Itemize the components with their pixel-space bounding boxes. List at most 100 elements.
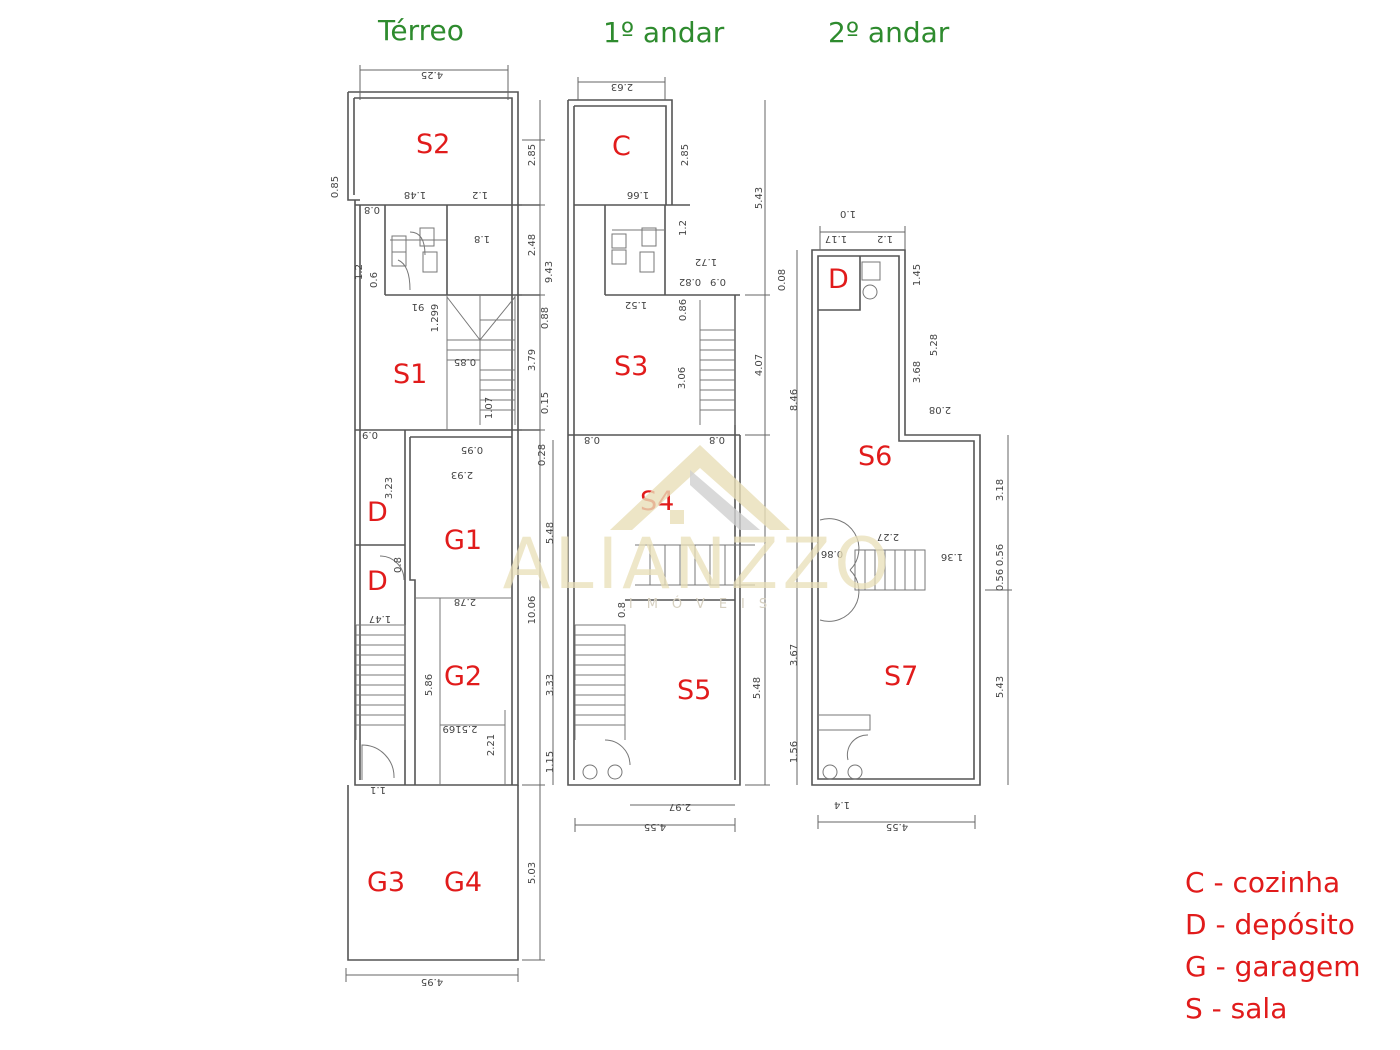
dimension-label: 4.55 — [886, 821, 908, 832]
dimension-label: 3.06 — [677, 367, 688, 389]
room-label-s1: S1 — [393, 359, 427, 390]
dimension-label: 1.1 — [370, 784, 386, 795]
dimension-label: 1.36 — [941, 551, 963, 562]
dimension-label: 5.03 — [527, 862, 538, 884]
dimension-label: 1.2 — [354, 264, 365, 280]
dimension-label: 2.08 — [929, 404, 951, 415]
dimension-label: 0.82 — [679, 276, 701, 287]
dimension-label: 2.48 — [527, 234, 538, 256]
dimension-label: 0.56 — [995, 544, 1006, 566]
dimension-label: 5.48 — [545, 522, 556, 544]
dimension-label: 3.79 — [527, 349, 538, 371]
dimension-label: 1.48 — [404, 189, 426, 200]
room-label-g1: G1 — [444, 525, 482, 556]
dimension-label: 1.45 — [912, 264, 923, 286]
floor-title-1-andar: 1º andar — [603, 16, 725, 49]
dimension-label: 0.08 — [777, 269, 788, 291]
dimension-label: 0.86 — [821, 548, 843, 559]
dimension-label: 9.43 — [544, 261, 555, 283]
dimension-label: 2.5169 — [443, 723, 478, 734]
dimension-label: 1.8 — [474, 233, 490, 244]
plan-1-andar — [552, 77, 770, 832]
dimension-label: 2.21 — [486, 734, 497, 756]
dimension-label: 5.48 — [752, 677, 763, 699]
dimension-label: 0.95 — [461, 444, 483, 455]
room-label-c: C — [612, 131, 631, 162]
dimension-label: 1.2 — [678, 220, 689, 236]
dimension-label: 0.85 — [330, 176, 341, 198]
dimension-label: 2.85 — [680, 144, 691, 166]
dimension-label: 1.17 — [825, 233, 847, 244]
dimension-label: 2.93 — [451, 469, 473, 480]
dimension-label: 1.15 — [545, 751, 556, 773]
dimension-label: 8.46 — [789, 389, 800, 411]
floor-title-terreo: Térreo — [377, 14, 464, 47]
dimension-label: 3.18 — [995, 479, 1006, 501]
dimension-label: 4.95 — [421, 976, 443, 987]
plan-2-andar — [796, 226, 1012, 829]
dimension-label: 1.72 — [695, 256, 717, 267]
dimension-label: 0.8 — [364, 204, 380, 215]
room-label-d: D — [367, 566, 388, 597]
watermark-sub: IMÓVEIS — [629, 596, 781, 612]
dimension-label: 5.43 — [754, 187, 765, 209]
plan-terreo — [345, 65, 545, 982]
legend-item: G - garagem — [1185, 950, 1360, 983]
room-label-s5: S5 — [677, 675, 711, 706]
dimension-label: 10.06 — [527, 596, 538, 625]
watermark-brand: ALIANZZO — [503, 523, 894, 605]
dimension-label: 1.66 — [627, 189, 649, 200]
room-label-d: D — [828, 264, 849, 295]
dimension-label: 4.07 — [754, 354, 765, 376]
dimension-label: 1.56 — [789, 741, 800, 763]
dimension-label: 1.2 — [472, 189, 488, 200]
legend-item: S - sala — [1185, 992, 1287, 1025]
dimension-label: 4.25 — [421, 69, 443, 80]
dimension-label: 1.299 — [430, 304, 441, 333]
dimension-label: 1.0 — [840, 208, 856, 219]
dimension-label: 5.86 — [424, 674, 435, 696]
room-label-g2: G2 — [444, 661, 482, 692]
dimension-label: 1.52 — [625, 299, 647, 310]
dimension-label: 3.68 — [912, 361, 923, 383]
dimension-label: 0.86 — [678, 299, 689, 321]
dimension-label: 0.85 — [454, 356, 476, 367]
dimension-label: 1.47 — [369, 613, 391, 624]
dimension-label: 0.8 — [617, 602, 628, 618]
dimension-label: 0.6 — [369, 272, 380, 288]
legend-item: C - cozinha — [1185, 866, 1340, 899]
dimension-label: 0.15 — [540, 392, 551, 414]
dimension-labels: 4.25 2.85 0.85 1.48 1.2 0.8 1.8 2.48 9.43 1.2 0.6 0… — [330, 69, 1006, 987]
dimension-label: 0.8 — [709, 434, 725, 445]
legend-item: D - depósito — [1185, 908, 1355, 941]
dimension-label: 0.9 — [362, 429, 378, 440]
dimension-label: 1.4 — [834, 799, 850, 810]
room-label-g4: G4 — [444, 867, 482, 898]
room-label-s2: S2 — [416, 129, 450, 160]
watermark-logo: ALIANZZO IMÓVEIS — [503, 445, 894, 612]
dimension-label: 2.85 — [527, 144, 538, 166]
dimension-label: 0.28 — [537, 444, 548, 466]
dimension-label: 2.63 — [611, 81, 633, 92]
room-label-s6: S6 — [858, 441, 892, 472]
dimension-label: 5.28 — [929, 334, 940, 356]
room-label-g3: G3 — [367, 867, 405, 898]
dimension-label: 2.78 — [454, 596, 476, 607]
legend: C - cozinha D - depósito G - garagem S -… — [1185, 866, 1360, 1025]
dimension-label: 3.33 — [545, 674, 556, 696]
dimension-label: 2.27 — [877, 531, 899, 542]
dimension-label: 0.56 — [995, 569, 1006, 591]
dimension-label: 2.97 — [669, 801, 691, 812]
dimension-label: 1.07 — [484, 397, 495, 419]
dimension-label: 0.88 — [540, 307, 551, 329]
room-label-s7: S7 — [884, 661, 918, 692]
dimension-label: 0.9 — [710, 276, 726, 287]
dimension-label: 1.2 — [877, 233, 893, 244]
floor-title-2-andar: 2º andar — [828, 16, 950, 49]
dimension-label: 0.8 — [584, 434, 600, 445]
dimension-label: 91 — [412, 301, 425, 312]
dimension-label: 5.43 — [995, 676, 1006, 698]
dimension-label: 3.23 — [384, 477, 395, 499]
dimension-label: 0.8 — [393, 557, 404, 573]
